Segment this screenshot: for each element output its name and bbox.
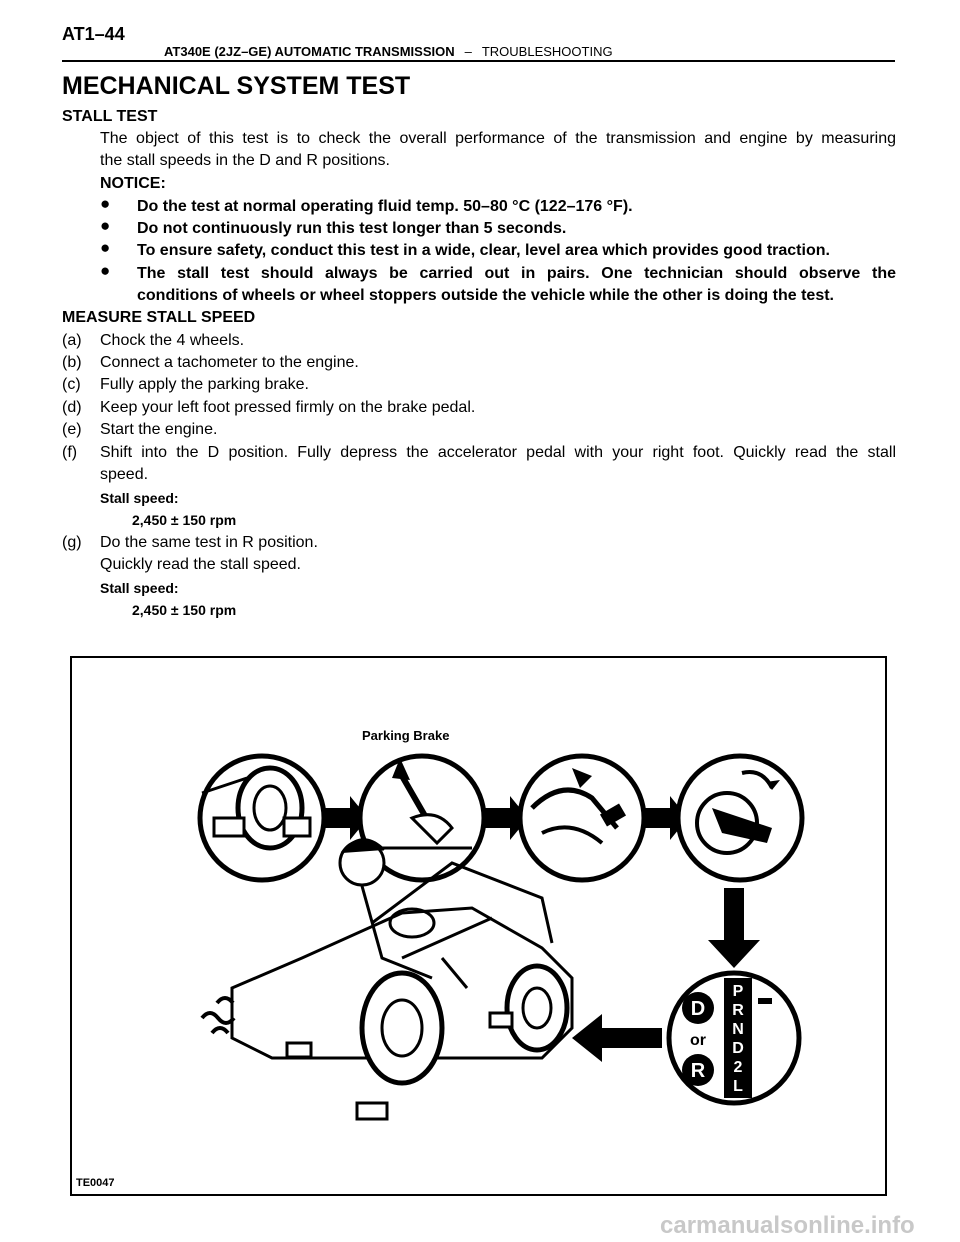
step-text-cont: Quickly read the stall speed. — [100, 556, 301, 573]
notice-label: NOTICE: — [100, 175, 166, 192]
d-label: D — [691, 998, 705, 1020]
exhaust-smoke-icon — [200, 996, 236, 1035]
intro-line-1: The object of this test is to check the … — [100, 130, 896, 147]
illustration-svg: Parking Brake — [76, 728, 805, 1189]
stall-test-illustration: Parking Brake — [70, 656, 887, 1196]
step-label: (g) — [62, 534, 82, 551]
arrow-right-icon — [322, 796, 368, 840]
step-label: (c) — [62, 376, 81, 393]
step-text-cont: speed. — [100, 466, 149, 483]
or-label: or — [690, 1032, 706, 1049]
header-separator: – — [464, 44, 472, 59]
gear-selector-icon: D or R P R N D 2 L — [666, 970, 802, 1106]
bullet-icon: ● — [100, 238, 111, 257]
page-number: AT1–44 — [62, 24, 125, 44]
measure-heading: MEASURE STALL SPEED — [62, 309, 256, 326]
selector-l: L — [733, 1078, 743, 1095]
parking-brake-icon — [357, 753, 487, 883]
bullet-icon: ● — [100, 194, 111, 213]
chock-icon — [285, 1041, 313, 1059]
step-text: Keep your left foot pressed firmly on th… — [100, 399, 476, 416]
r-label: R — [691, 1060, 706, 1082]
figure-code: TE0047 — [76, 1177, 115, 1189]
ignition-key-icon — [675, 753, 805, 883]
step-text: Do the same test in R position. — [100, 534, 318, 551]
chock-icon — [355, 1101, 389, 1121]
selector-r: R — [732, 1002, 744, 1019]
bullet-icon: ● — [100, 216, 111, 235]
header-rule — [62, 60, 895, 62]
step-text: Start the engine. — [100, 421, 218, 438]
step-text: Fully apply the parking brake. — [100, 376, 309, 393]
step-label: (d) — [62, 399, 82, 416]
spec-label: Stall speed: — [100, 580, 179, 596]
car-driver-icon — [230, 838, 574, 1086]
brake-pedal-icon — [517, 753, 647, 883]
step-label: (e) — [62, 421, 82, 438]
figure-caption: Parking Brake — [362, 728, 449, 743]
notice-item: To ensure safety, conduct this test in a… — [137, 242, 830, 259]
header-section: TROUBLESHOOTING — [481, 44, 613, 59]
step-text: Chock the 4 wheels. — [100, 332, 245, 349]
step-label: (f) — [62, 444, 78, 461]
wheel-chock-icon — [197, 753, 327, 883]
manual-title: AT340E (2JZ–GE) AUTOMATIC TRANSMISSION — [164, 44, 455, 59]
selector-d: D — [732, 1040, 744, 1057]
step-label: (b) — [62, 354, 82, 371]
spec-value: 2,450 ± 150 rpm — [132, 602, 237, 618]
selector-p: P — [733, 983, 744, 1000]
arrow-down-icon — [708, 888, 760, 968]
arrow-left-icon — [572, 1014, 662, 1062]
notice-item: The stall test should always be carried … — [137, 265, 896, 282]
stall-test-heading: STALL TEST — [62, 108, 158, 125]
step-label: (a) — [62, 332, 82, 349]
intro-line-2: the stall speeds in the D and R position… — [100, 152, 390, 169]
step-text: Shift into the D position. Fully depress… — [100, 444, 896, 461]
spec-label: Stall speed: — [100, 490, 179, 506]
selector-n: N — [732, 1021, 744, 1038]
running-header: AT340E (2JZ–GE) AUTOMATIC TRANSMISSION–T… — [164, 44, 613, 59]
selector-2: 2 — [734, 1059, 743, 1076]
notice-item: Do not continuously run this test longer… — [137, 220, 567, 237]
arrow-right-icon — [482, 796, 528, 840]
bullet-icon: ● — [100, 261, 111, 280]
watermark: carmanualsonline.info — [660, 1212, 915, 1239]
chock-icon — [488, 1011, 514, 1029]
notice-item: Do the test at normal operating fluid te… — [137, 198, 633, 215]
section-title: MECHANICAL SYSTEM TEST — [62, 72, 411, 100]
notice-item-cont: conditions of wheels or wheel stoppers o… — [137, 287, 834, 304]
step-text: Connect a tachometer to the engine. — [100, 354, 359, 371]
spec-value: 2,450 ± 150 rpm — [132, 512, 237, 528]
